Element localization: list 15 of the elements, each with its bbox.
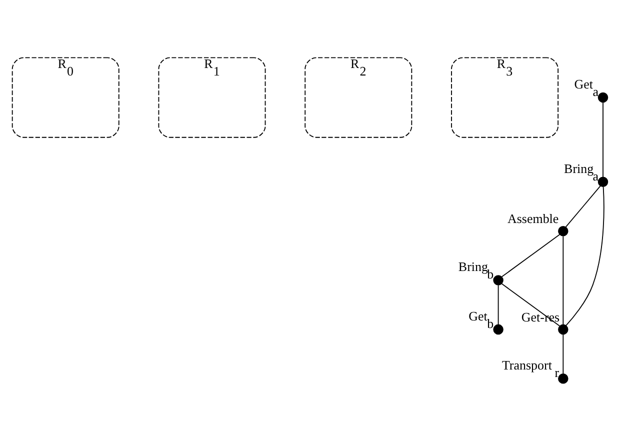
connector: [562, 334, 564, 374]
connector: [498, 284, 499, 326]
connector: [562, 236, 564, 325]
node-circle: [598, 176, 608, 188]
connector: [501, 234, 560, 278]
node-circle: [558, 374, 568, 384]
connector: [602, 102, 604, 178]
node-circle: [558, 226, 568, 236]
node-circle: [493, 275, 504, 286]
node-circle: [558, 324, 568, 335]
node-circle: [493, 324, 504, 335]
node-label: Assemble: [508, 210, 559, 226]
connector: [565, 185, 601, 228]
connector: [565, 186, 604, 326]
node-circle: [598, 92, 608, 103]
